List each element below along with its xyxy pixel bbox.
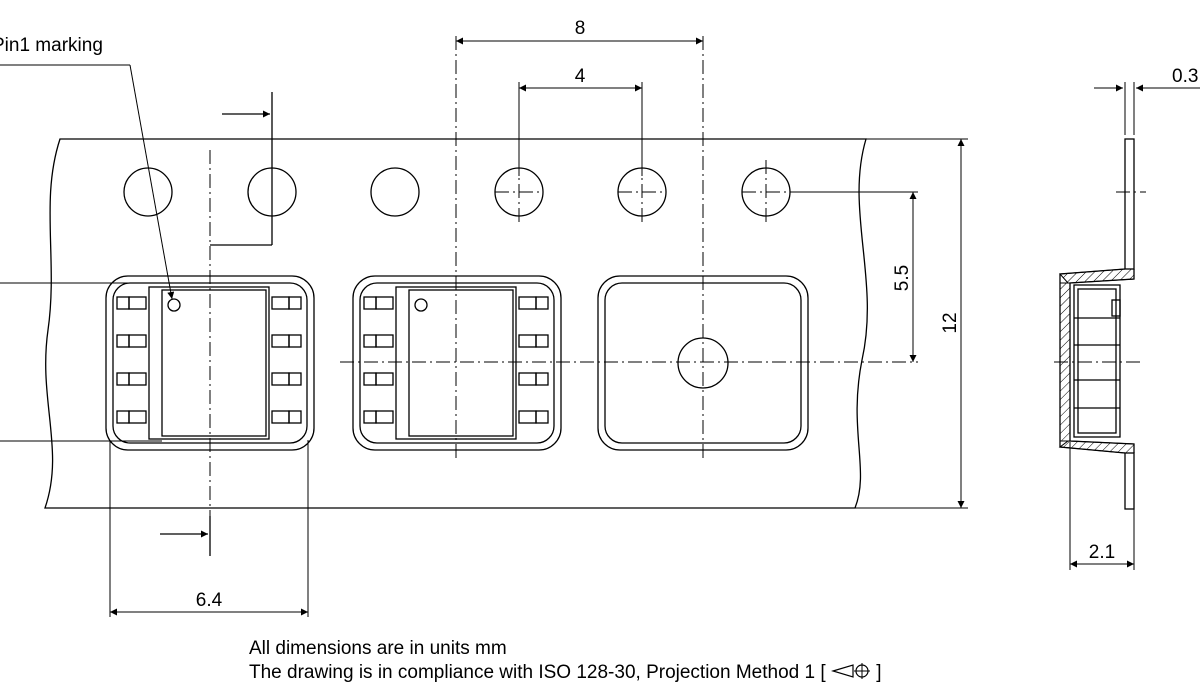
dim-12: 12 xyxy=(855,138,968,509)
standard-note: The drawing is in compliance with ISO 12… xyxy=(249,661,881,685)
side-section-view xyxy=(1054,138,1146,510)
units-note: All dimensions are in units mm xyxy=(249,638,507,659)
centerlines xyxy=(209,36,918,540)
pin1-leader xyxy=(0,64,175,300)
sprocket-hole xyxy=(370,167,420,217)
dim-8: 8 xyxy=(456,18,703,45)
svg-text:2.1: 2.1 xyxy=(1089,542,1115,563)
dim-0-3: 0.3 xyxy=(1094,66,1200,135)
section-markers xyxy=(160,92,273,556)
drawing-notes: All dimensions are in units mm The drawi… xyxy=(249,637,881,685)
standard-note-end: ] xyxy=(876,662,882,683)
svg-text:0.3: 0.3 xyxy=(1172,66,1198,87)
cavity-2 xyxy=(352,275,562,451)
pin1-dot xyxy=(414,298,428,312)
svg-text:4: 4 xyxy=(575,66,586,87)
standard-note-text: The drawing is in compliance with ISO 12… xyxy=(249,662,826,683)
projection-symbol-icon xyxy=(830,663,870,679)
hole-centerlines xyxy=(271,160,790,224)
svg-text:12: 12 xyxy=(940,312,961,333)
dim-4: 4 xyxy=(518,66,643,176)
dim-6-4: 6.4 xyxy=(109,440,309,617)
sprocket-holes xyxy=(123,167,791,217)
svg-text:5.5: 5.5 xyxy=(892,265,913,291)
sprocket-hole xyxy=(123,167,173,217)
svg-text:8: 8 xyxy=(575,18,586,39)
svg-text:6.4: 6.4 xyxy=(196,590,223,611)
dim-5-5: 5.5 xyxy=(790,191,918,362)
pin1-marking-label: Pin1 marking xyxy=(0,35,103,56)
pin1-dot xyxy=(167,298,181,312)
dim-2-1: 2.1 xyxy=(1069,442,1135,570)
